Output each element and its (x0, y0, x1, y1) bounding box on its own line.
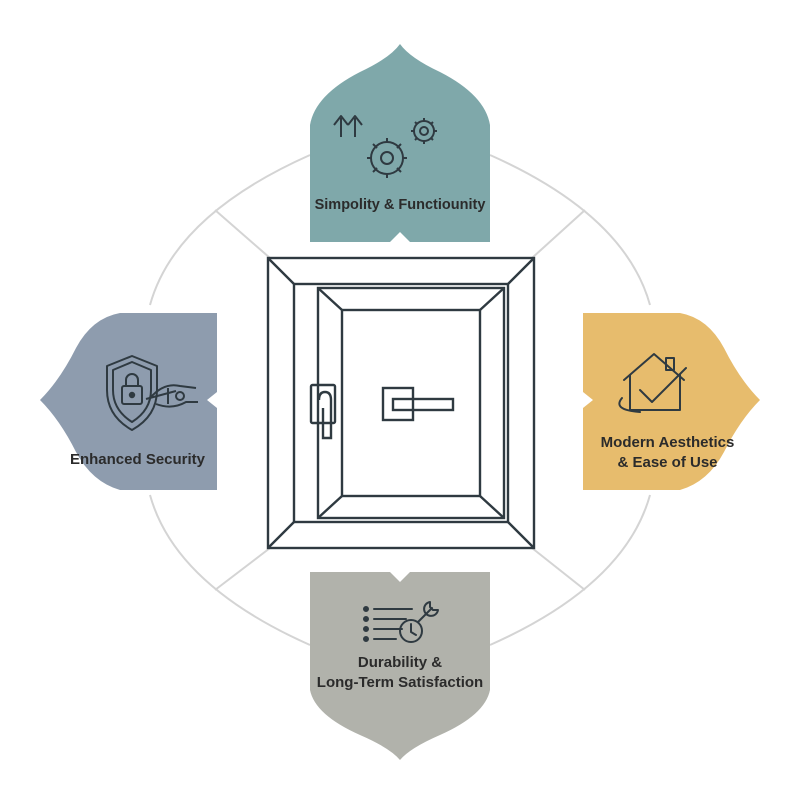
segment-right-label-line1: Modern Aesthetics (600, 434, 735, 451)
segment-bottom-label: Durability & Long-Term Satisfaction (290, 653, 510, 694)
segment-left-label-text: Enhanced Security (69, 451, 206, 468)
house-check-icon (618, 353, 687, 413)
segment-right-label: Modern Aesthetics & Ease of Use (575, 433, 760, 474)
shield-lock-key-icon (106, 355, 198, 431)
segment-bottom-label-line2: Long-Term Satisfaction (316, 674, 484, 692)
segment-left-label: Enhanced Security (50, 450, 225, 470)
segment-top-label-text: Simpolity & Functiounity (314, 197, 486, 213)
segment-right-shape (583, 313, 760, 490)
connector-ring (149, 154, 651, 646)
segment-top-shape (310, 44, 490, 242)
segment-bottom-shape (310, 572, 490, 760)
segment-bottom-label-line1: Durability & (357, 654, 443, 671)
segment-left-shape (40, 313, 217, 490)
segment-right-label-line2: & Ease of Use (617, 454, 718, 472)
checklist-wrench-clock-icon (363, 601, 439, 643)
gears-arrow-icon (333, 115, 437, 178)
window-illustration (266, 256, 536, 550)
segment-top-label: Simpolity & Functiounity (310, 196, 490, 216)
